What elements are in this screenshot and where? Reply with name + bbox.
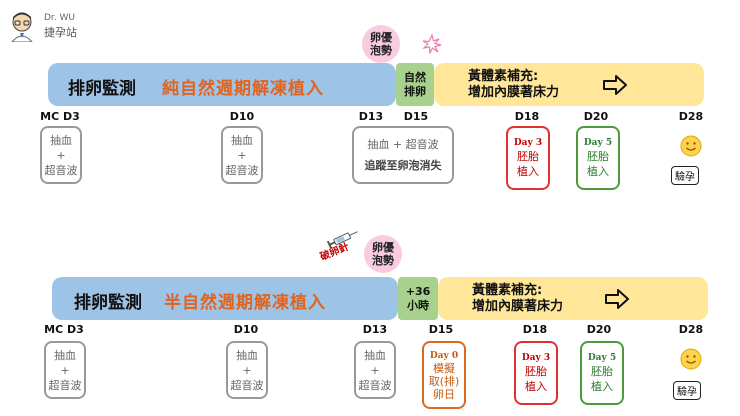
day-label: D18 (522, 323, 548, 336)
ovulation-bar: 自然 排卵 (396, 63, 434, 106)
day-label: MC D3 (40, 110, 80, 123)
day-label: D18 (514, 110, 540, 123)
trigger-shot-label: 破卵針 (318, 241, 351, 264)
right-arrow-icon (603, 75, 627, 95)
follicle-badge: 卵優 泡勢 (362, 25, 400, 63)
day-label: D20 (586, 323, 612, 336)
day-label: D13 (362, 323, 388, 336)
day-tag: Day 5 (587, 353, 617, 363)
logo: Dr. WU 捷孕站 (8, 10, 98, 44)
day-label: D10 (233, 323, 259, 336)
day5-transfer-box: Day 5 胚胎 植入 (580, 341, 624, 405)
blood-ultrasound-box: 抽血 + 超音波 (44, 341, 86, 399)
box-top-text: 抽血 + 超音波 (367, 138, 439, 151)
day3-transfer-box: Day 3 胚胎 植入 (506, 126, 550, 190)
day-tag: Day 3 (521, 353, 551, 363)
day-label: D20 (583, 110, 609, 123)
day-label: D13 (358, 110, 384, 123)
follicle-badge: 卵優 泡勢 (364, 235, 402, 273)
syringe-icon (326, 231, 358, 248)
blood-ultrasound-box: 抽血 + 超音波 (226, 341, 268, 399)
day-tag: Day 3 (513, 138, 543, 148)
day-label: D15 (428, 323, 454, 336)
panel-semi-natural-cycle: 破卵針 卵優 泡勢 排卵監測 半自然週期解凍植入 +36 小時 黃體素補充: 增… (0, 205, 740, 416)
blood-ultrasound-box: 抽血 + 超音波 (221, 126, 263, 184)
day5-transfer-box: Day 5 胚胎 植入 (576, 126, 620, 190)
day-label: D15 (403, 110, 429, 123)
blood-ultrasound-box: 抽血 + 超音波 (40, 126, 82, 184)
smiley-icon (680, 135, 702, 157)
monitor-bar: 排卵監測 半自然週期解凍植入 (52, 277, 398, 320)
luteal-text: 黃體素補充: 增加內膜著床力 (472, 283, 564, 314)
luteal-text: 黃體素補充: 增加內膜著床力 (468, 69, 560, 100)
day-tag: Day 0 (429, 350, 459, 361)
logo-name: Dr. WU (44, 13, 76, 23)
panel-natural-cycle: 卵優 泡勢 排卵監測 純自然週期解凍植入 自然 排卵 黃體素補充: 增加內膜著床… (0, 0, 740, 200)
day0-simulated-ovulation-box: Day 0 模擬 取(排) 卵日 (422, 341, 466, 409)
day-label: MC D3 (44, 323, 84, 336)
day-tag: Day 5 (583, 138, 613, 148)
sparkle-icon (422, 34, 442, 54)
pregnancy-test-box: 驗孕 (673, 381, 701, 400)
bar-subtitle: 半自然週期解凍植入 (164, 293, 326, 313)
right-arrow-icon (605, 289, 629, 309)
day-label: D28 (678, 323, 704, 336)
logo-station: 捷孕站 (44, 26, 77, 39)
luteal-bar: 黃體素補充: 增加內膜著床力 (434, 63, 704, 106)
wait-36h-bar: +36 小時 (398, 277, 438, 320)
luteal-bar: 黃體素補充: 增加內膜著床力 (438, 277, 708, 320)
day-label: D28 (678, 110, 704, 123)
day-label: D10 (229, 110, 255, 123)
bar-subtitle: 純自然週期解凍植入 (162, 79, 324, 99)
pregnancy-test-box: 驗孕 (671, 166, 699, 185)
follicle-tracking-box: 抽血 + 超音波 追蹤至卵泡消失 (352, 126, 454, 184)
monitor-bar: 排卵監測 純自然週期解凍植入 (48, 63, 396, 106)
smiley-icon (680, 348, 702, 370)
bar-title: 排卵監測 (68, 79, 136, 99)
day3-transfer-box: Day 3 胚胎 植入 (514, 341, 558, 405)
blood-ultrasound-box: 抽血 + 超音波 (354, 341, 396, 399)
bar-title: 排卵監測 (74, 293, 142, 313)
box-bottom-text: 追蹤至卵泡消失 (364, 159, 442, 172)
doctor-avatar-icon (11, 12, 33, 42)
